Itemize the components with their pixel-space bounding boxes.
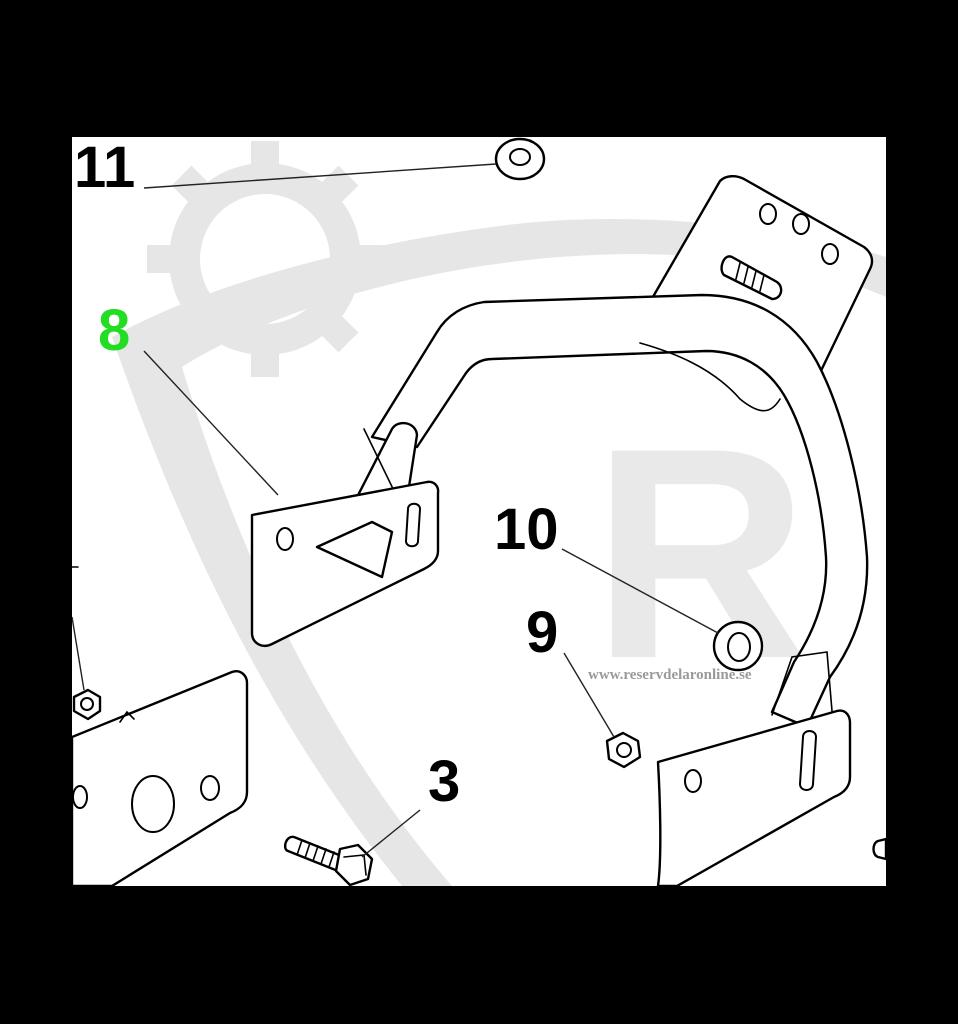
callout-9[interactable]: 9 [526, 600, 558, 665]
leader-11 [143, 163, 497, 189]
exploded-parts-diagram: R [72, 137, 886, 886]
left-mounting-plate [72, 670, 249, 886]
callout-11[interactable]: 11 [74, 137, 135, 200]
callout-3[interactable]: 3 [428, 749, 460, 814]
callout-8[interactable]: 8 [98, 298, 130, 363]
watermark-url: www.reservdelaronline.se [588, 667, 752, 683]
left-nut [72, 688, 102, 721]
right-edge-bolt [872, 837, 886, 861]
callout-10[interactable]: 10 [494, 497, 559, 562]
diagram-panel: R [72, 137, 886, 886]
leader-10 [561, 548, 719, 634]
leader-8 [143, 350, 279, 496]
nut-part-9 [605, 731, 642, 769]
washer-part-11 [494, 137, 546, 181]
washer-part-10 [712, 620, 764, 672]
leader-9 [563, 652, 615, 738]
bracket-part-8 [250, 175, 874, 886]
leader-3 [361, 809, 421, 858]
watermark-swoosh [112, 218, 886, 886]
watermark-letter: R [592, 385, 809, 721]
bolt-part-3 [283, 835, 374, 886]
